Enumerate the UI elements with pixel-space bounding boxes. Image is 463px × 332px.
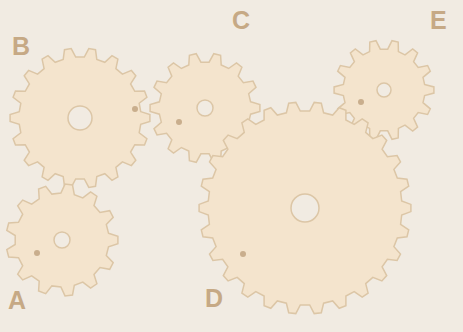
gear-axle-hole — [68, 106, 92, 130]
gear-marker-dot — [176, 119, 182, 125]
gear-letter: A — [8, 288, 26, 313]
gear-axle-hole — [197, 100, 213, 116]
gear-letter: D — [205, 286, 223, 311]
gear-letter: C — [232, 8, 250, 33]
gear — [10, 49, 150, 188]
gear-letter: B — [12, 34, 30, 59]
gear — [7, 184, 118, 296]
gear — [199, 102, 411, 313]
gear-marker-dot — [240, 251, 246, 257]
gear-axle-hole — [54, 232, 70, 248]
gear-axle-hole — [291, 194, 319, 222]
gear-marker-dot — [132, 106, 138, 112]
gear-axle-hole — [377, 83, 391, 97]
gear-letter: E — [430, 8, 447, 33]
gear-marker-dot — [358, 99, 364, 105]
gear-marker-dot — [34, 250, 40, 256]
